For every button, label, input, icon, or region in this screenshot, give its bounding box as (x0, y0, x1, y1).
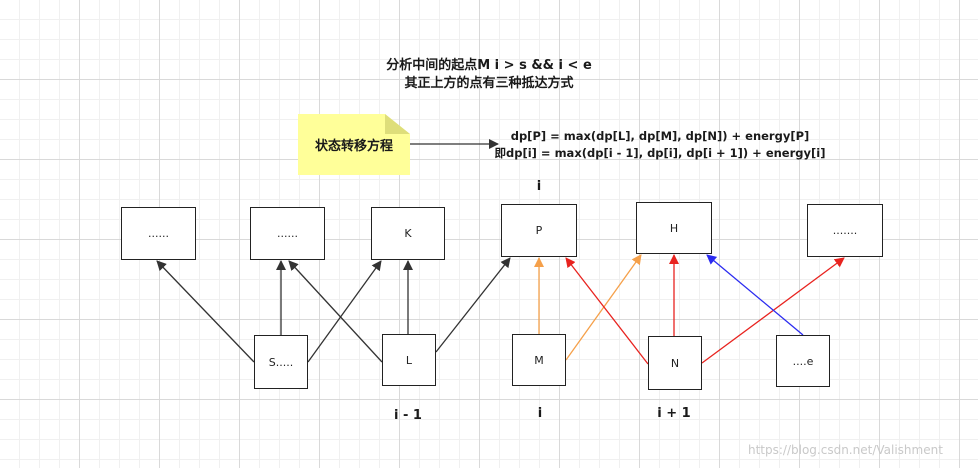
top-box-1-label: ...... (148, 227, 169, 240)
index-top-i: i (536, 179, 542, 194)
top-box-k-label: K (404, 227, 412, 240)
note-fold-icon (385, 114, 410, 134)
top-box-6-label: ....... (832, 224, 858, 237)
top-box-k: K (371, 207, 445, 260)
top-box-2: ...... (250, 207, 325, 260)
bottom-box-m: M (512, 334, 566, 386)
header-line-2: 其正上方的点有三种抵达方式 (404, 76, 574, 91)
top-box-h-label: H (669, 221, 679, 235)
index-i: i (537, 406, 543, 421)
bottom-box-n: N (648, 336, 702, 390)
top-box-p-label: P (535, 224, 543, 237)
sticky-note-label: 状态转移方程 (314, 139, 393, 154)
bottom-box-l-label: L (405, 353, 413, 367)
bottom-box-s: S..... (254, 335, 308, 389)
bottom-box-m-label: M (534, 353, 544, 367)
index-i-minus-1: i - 1 (394, 408, 422, 423)
bottom-box-n-label: N (670, 356, 680, 370)
top-box-h: H (636, 202, 712, 254)
bottom-box-s-label: S..... (268, 355, 294, 369)
top-box-6: ....... (807, 204, 883, 257)
top-box-p: P (501, 204, 577, 257)
edge-s-to-k (307, 260, 382, 363)
edge-l-to-p (435, 257, 511, 353)
top-box-2-label: ...... (277, 227, 298, 240)
bottom-box-e-label: ....e (792, 354, 814, 368)
top-box-1: ...... (121, 207, 196, 260)
edge-e-to-h (706, 254, 804, 336)
bottom-box-l: L (382, 334, 436, 386)
formula-line-1: dp[P] = max(dp[L], dp[M], dp[N]) + energ… (510, 129, 810, 143)
index-i-plus-1: i + 1 (657, 406, 691, 421)
header-line-1: 分析中间的起点M i > s && i < e (386, 58, 592, 73)
edge-n-to-p (565, 257, 649, 365)
bottom-box-e: ....e (776, 335, 830, 387)
watermark: https://blog.csdn.net/Valishment (748, 443, 943, 457)
formula-line-2: 即dp[i] = max(dp[i - 1], dp[i], dp[i + 1]… (494, 146, 826, 160)
edge-s-to-box1 (156, 260, 255, 363)
edge-l-to-box2 (288, 260, 383, 363)
